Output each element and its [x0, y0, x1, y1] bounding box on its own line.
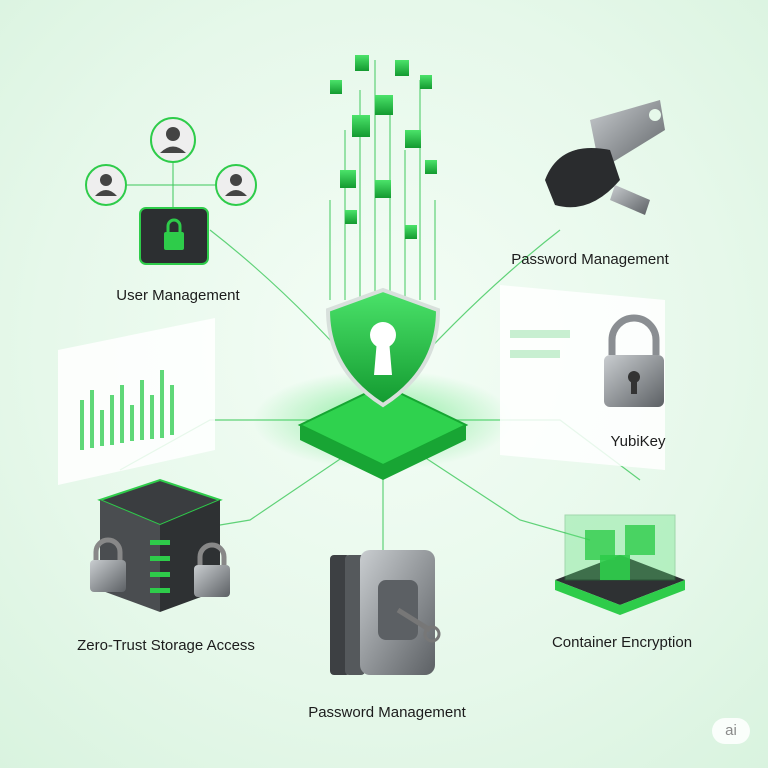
- container-encryption-graphic: [555, 514, 685, 615]
- label-zero-trust-storage: Zero-Trust Storage Access: [77, 637, 255, 654]
- user-management-graphic: [85, 117, 257, 265]
- padlock-icon: [604, 314, 664, 407]
- analytics-panel: [58, 318, 215, 485]
- label-user-management: User Management: [116, 287, 240, 304]
- data-cubes: [330, 55, 437, 239]
- zero-trust-storage-graphic: [90, 478, 230, 612]
- security-dashboard-panel: [500, 285, 665, 470]
- shield-keyhole-icon: [325, 287, 441, 408]
- label-password-management-top: Password Management: [511, 251, 669, 268]
- label-password-management-bottom: Password Management: [308, 704, 466, 721]
- password-lock-device: [330, 550, 441, 675]
- label-container-encryption: Container Encryption: [551, 634, 693, 651]
- label-yubikey: YubiKey: [610, 433, 666, 450]
- yubikey-device: [545, 100, 665, 215]
- ai-watermark-badge: ai: [712, 718, 750, 744]
